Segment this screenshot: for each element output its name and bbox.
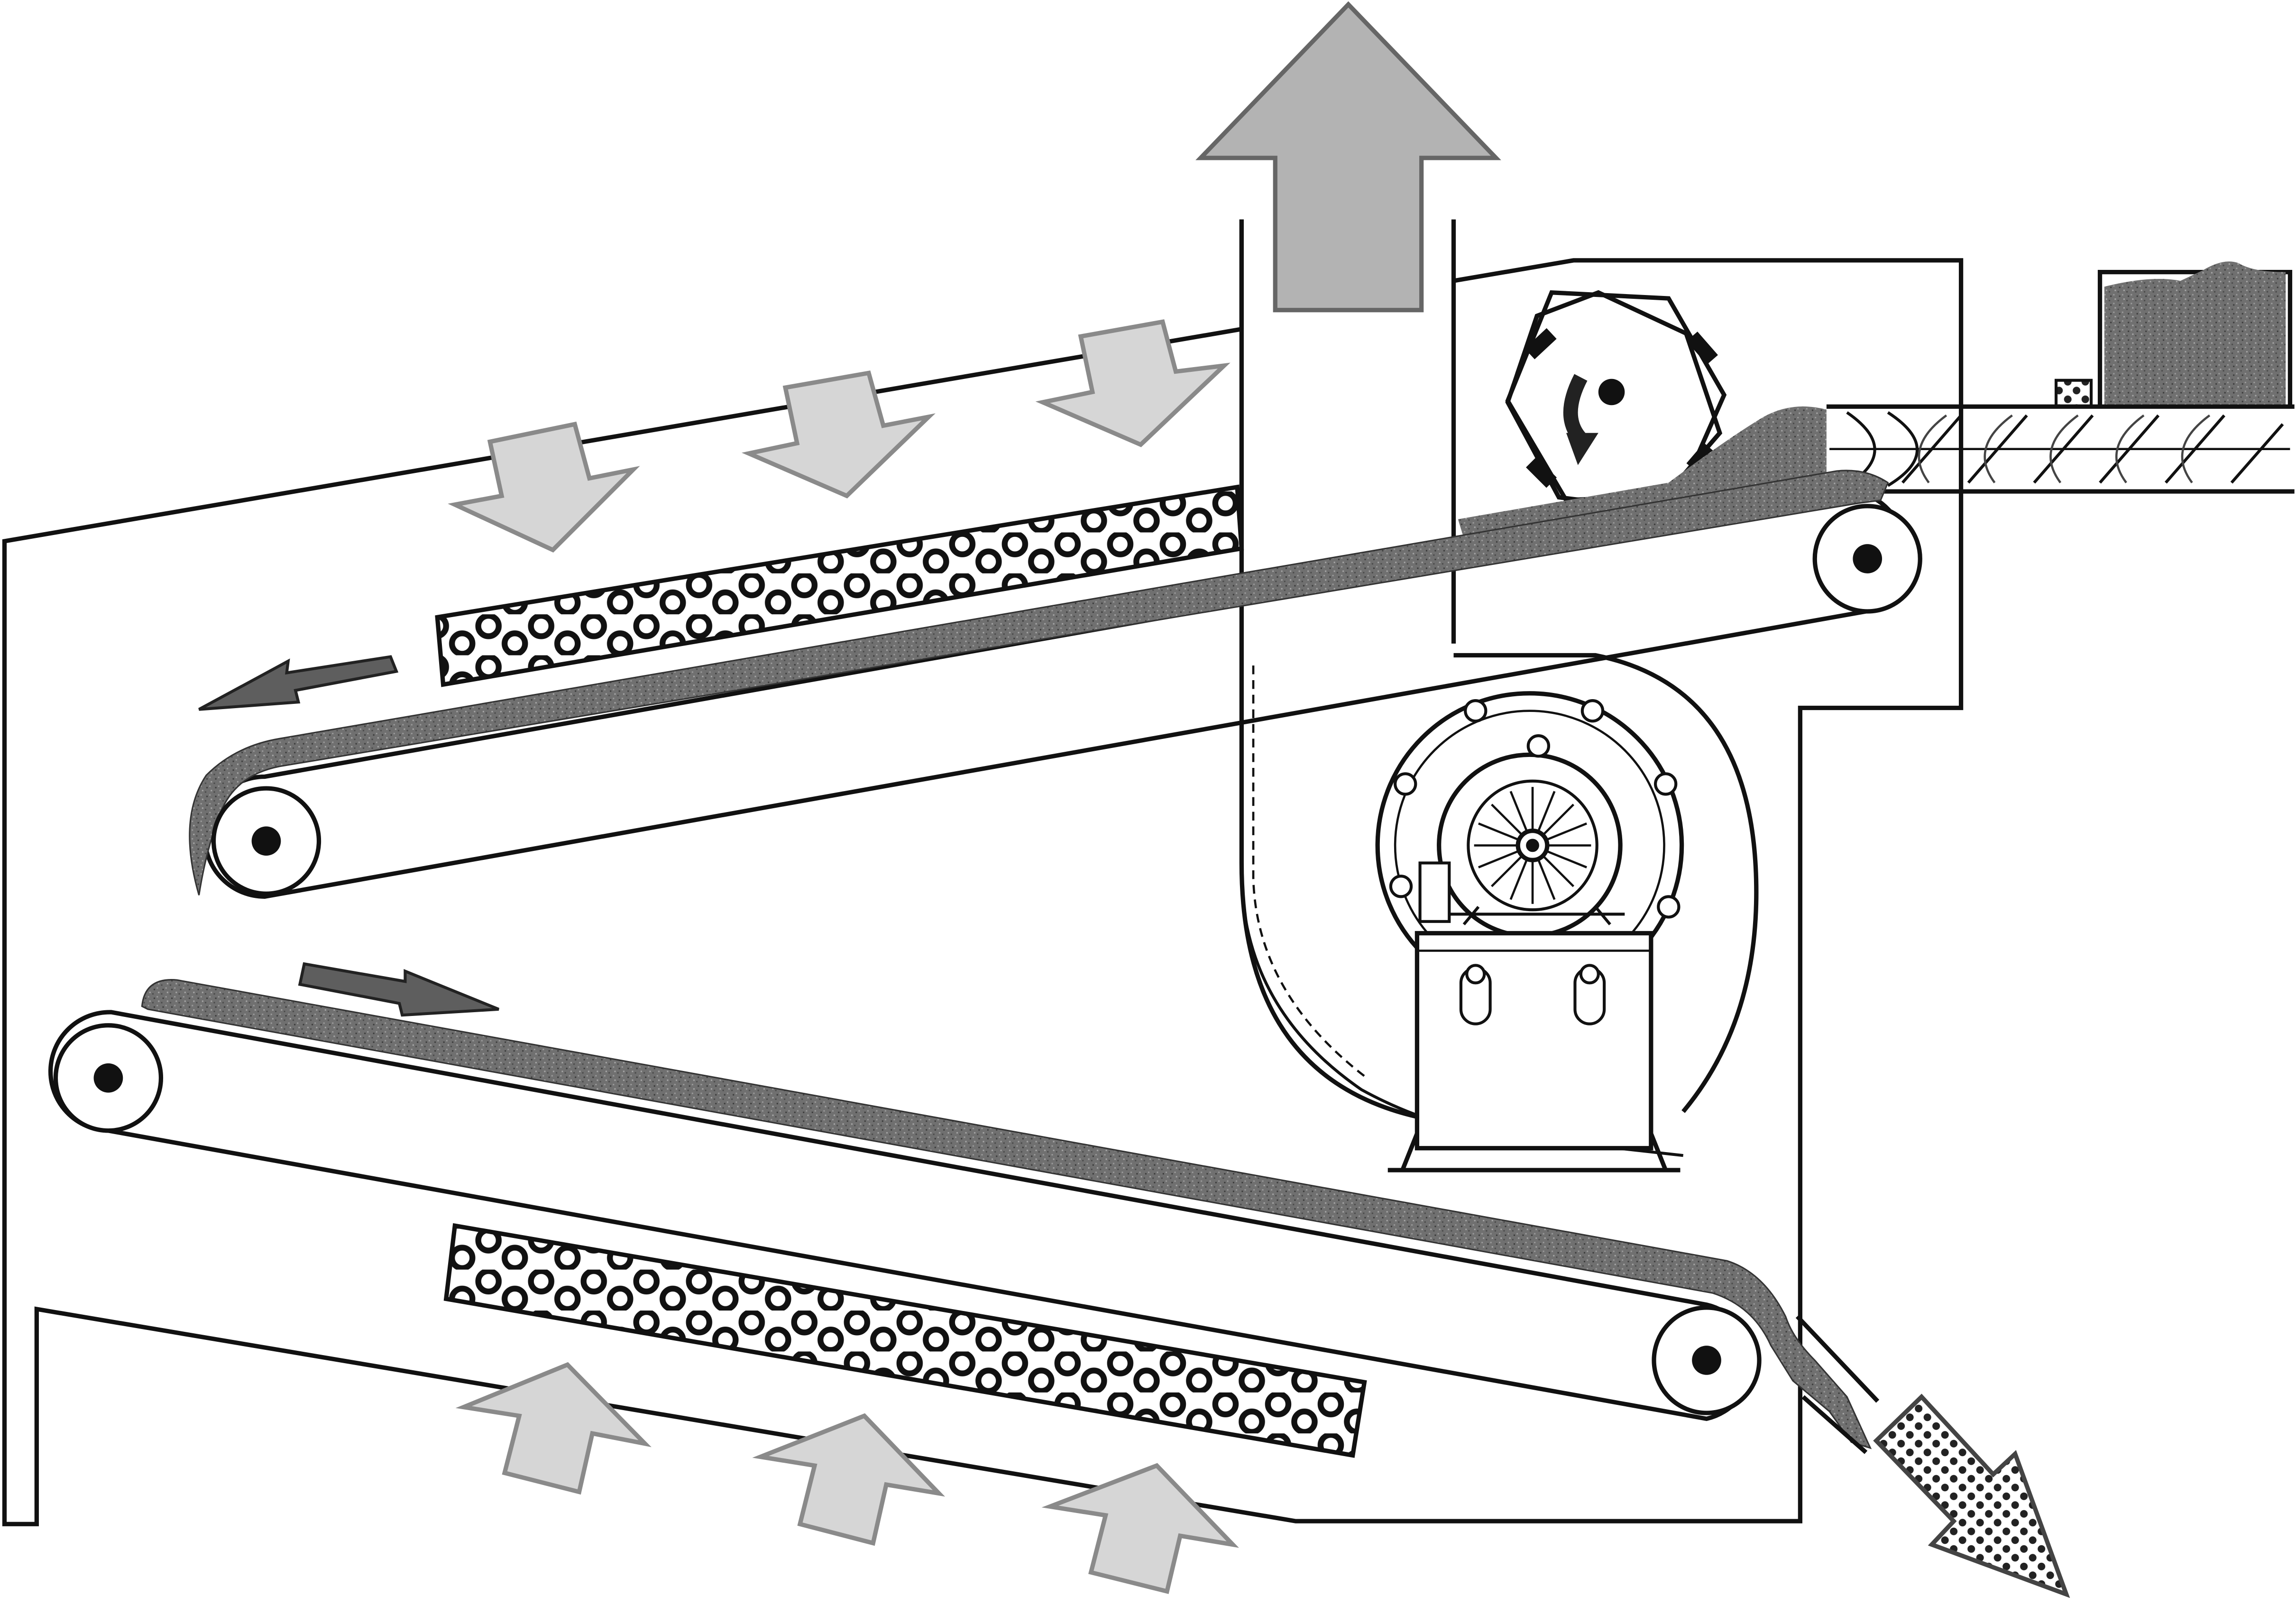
upper-left-roller (211, 786, 321, 896)
air-arrow-top-1 (448, 421, 640, 553)
air-in-top-arrows (448, 319, 1231, 553)
lower-left-roller (53, 1023, 164, 1133)
exhaust-arrow (1195, 1, 1501, 313)
upper-belt-direction-arrow (198, 655, 399, 711)
screw-conveyor (1826, 404, 2295, 494)
lower-belt-direction-arrow (298, 962, 499, 1017)
air-arrow-bottom-3 (1041, 1463, 1239, 1594)
discharge-chute (1795, 1315, 2070, 1598)
upper-belt (189, 470, 1922, 899)
hopper-valve (2054, 378, 2093, 408)
air-arrow-bottom-1 (455, 1362, 652, 1495)
centrifugal-fan (1240, 643, 1759, 1172)
air-arrow-top-3 (1035, 319, 1231, 447)
lower-heater-panel (443, 1223, 1367, 1458)
air-in-bottom-arrows (455, 1362, 1239, 1594)
upper-right-roller (1812, 504, 1922, 614)
air-arrow-bottom-2 (752, 1413, 946, 1546)
feed-hopper (2054, 261, 2293, 408)
product-out-arrow (1873, 1394, 2070, 1598)
air-arrow-top-2 (741, 370, 936, 498)
upper-heater-panel (435, 484, 1244, 687)
lower-right-roller (1652, 1305, 1762, 1415)
lower-belt (48, 979, 1872, 1449)
